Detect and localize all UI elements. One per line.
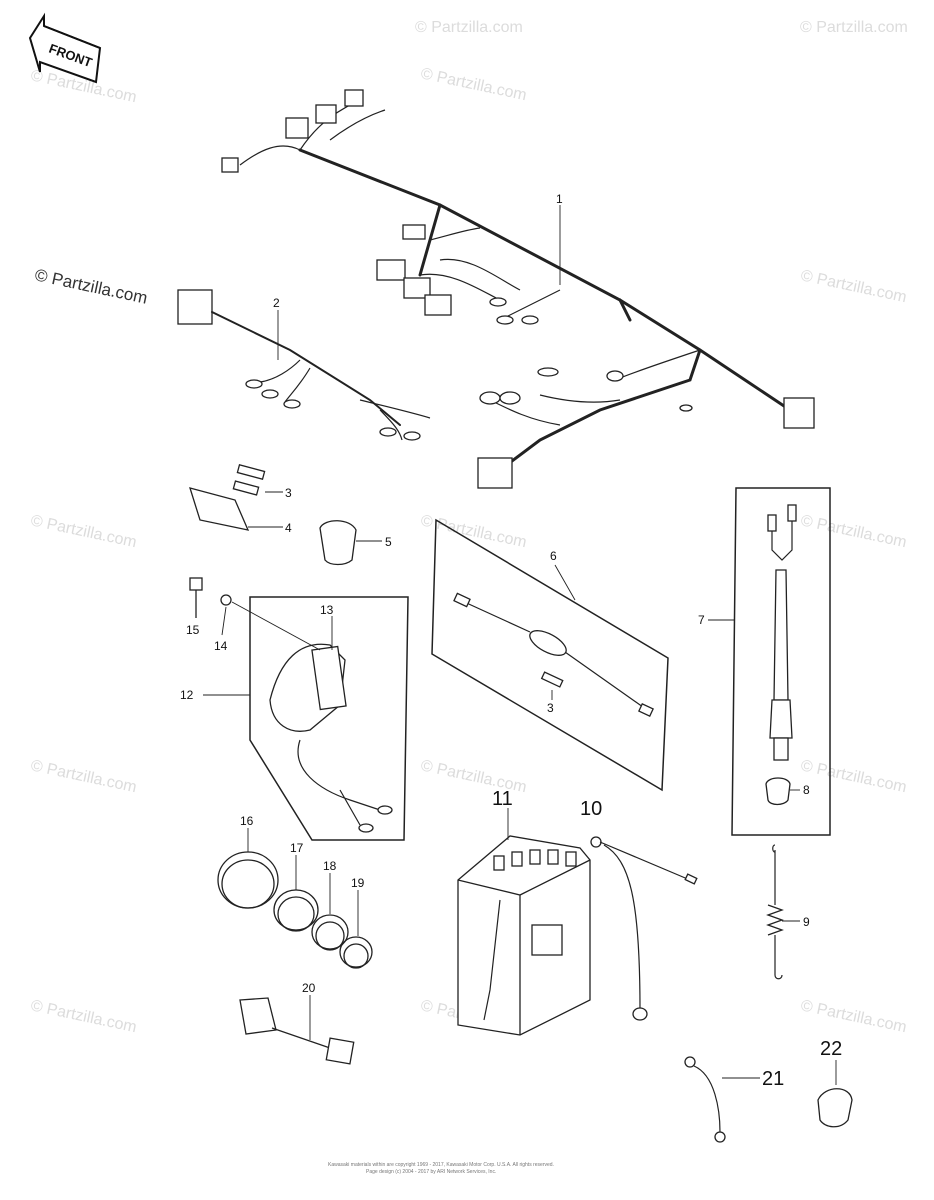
- watermark-text: © Partzilla.com: [800, 19, 908, 36]
- harness-terminal: [521, 315, 539, 325]
- harness-connector: [477, 457, 513, 489]
- callout-16: 16: [240, 814, 254, 828]
- washer-part-14: [220, 594, 232, 606]
- harness-terminal: [479, 391, 501, 405]
- harness-connector: [402, 224, 426, 240]
- harness-connector: [315, 104, 337, 124]
- sub-harness-terminal: [245, 379, 263, 389]
- sub-harness-connector: [177, 289, 213, 325]
- regulator-assembly: 13 12 14 15: [180, 577, 409, 841]
- callout-8: 8: [803, 783, 810, 797]
- sub-wiring-harness: 2: [177, 289, 431, 441]
- sub-harness-terminal: [403, 431, 421, 441]
- callout-4: 4: [285, 521, 292, 535]
- fuse-part-3: [236, 463, 266, 481]
- clamps: 16 17 18 19: [217, 814, 373, 969]
- callout-14: 14: [214, 639, 228, 653]
- connector-lead-part-20: 20: [239, 981, 355, 1065]
- callout-3: 3: [285, 486, 292, 500]
- sub-harness-terminal: [283, 399, 301, 409]
- harness-connector: [285, 117, 309, 139]
- relay-part-4: [189, 487, 250, 531]
- footer-copyright: Kawasaki materials within are copyright …: [328, 1162, 554, 1175]
- watermark-text: © Partzilla.com: [799, 267, 908, 306]
- harness-terminal: [606, 370, 624, 382]
- harness-terminal: [499, 391, 521, 405]
- front-arrow: FRONT: [28, 12, 102, 84]
- harness-connector: [403, 277, 431, 299]
- callout-10: 10: [580, 798, 602, 820]
- callout-20: 20: [302, 981, 316, 995]
- callout-1: 1: [556, 192, 563, 206]
- resistor-kit-part-6: 6 3: [431, 518, 669, 792]
- callout-19: 19: [351, 876, 365, 890]
- callout-5: 5: [385, 535, 392, 549]
- callout-15: 15: [186, 623, 200, 637]
- harness-connector: [344, 89, 364, 107]
- harness-terminal: [679, 404, 693, 412]
- callout-11: 11: [492, 788, 513, 810]
- fuse-part-3: [232, 480, 260, 496]
- footer-line-1: Kawasaki materials within are copyright …: [328, 1162, 554, 1168]
- bolt-part-15: [189, 577, 203, 591]
- harness-connector: [783, 397, 815, 429]
- sub-harness-terminal: [379, 427, 397, 437]
- harness-connector: [424, 294, 452, 316]
- watermark-text: © Partzilla.com: [29, 997, 138, 1036]
- watermark-text: © Partzilla.com: [799, 512, 908, 551]
- watermark-text: © Partzilla.com: [29, 757, 138, 796]
- callout-18: 18: [323, 859, 337, 873]
- callout-3-second: 3: [547, 701, 554, 715]
- footer-line-2: Page design (c) 2004 - 2017 by ARI Netwo…: [366, 1169, 496, 1175]
- watermark-text: © Partzilla.com: [415, 19, 523, 36]
- spring-part-9: 9: [766, 844, 810, 980]
- callout-22: 22: [820, 1038, 842, 1060]
- callout-2: 2: [273, 296, 280, 310]
- main-wiring-harness: 1: [221, 89, 815, 489]
- clamp-part-19: [339, 936, 373, 968]
- clamp-part-18: [311, 914, 349, 950]
- cap-part-22: 22: [817, 1038, 853, 1128]
- watermark-text: © Partzilla.com: [33, 265, 149, 307]
- nut-part-8: [765, 777, 791, 806]
- ground-lead-part-21: 21: [684, 1056, 784, 1143]
- watermark-text: © Partzilla.com: [799, 757, 908, 796]
- watermark-text: © Partzilla.com: [419, 65, 528, 104]
- relay-assembly: 3 4: [189, 463, 292, 535]
- battery-cable-part-10: 10: [580, 798, 698, 1021]
- harness-terminal: [489, 297, 507, 307]
- watermark-text: © Partzilla.com: [799, 997, 908, 1036]
- callout-13: 13: [320, 603, 334, 617]
- harness-connector: [221, 157, 239, 173]
- watermark-text: © Partzilla.com: [29, 512, 138, 551]
- sub-harness-terminal: [261, 389, 279, 399]
- callout-7: 7: [698, 613, 705, 627]
- battery-part-11: 11: [457, 788, 591, 1036]
- callout-21: 21: [762, 1068, 784, 1090]
- harness-connector: [376, 259, 406, 281]
- plug-lead-part-7: 7 8: [698, 487, 831, 836]
- callout-6: 6: [550, 549, 557, 563]
- callout-9: 9: [803, 915, 810, 929]
- rubber-cap-part-5: 5: [319, 520, 392, 566]
- harness-terminal: [537, 367, 559, 377]
- harness-terminal: [496, 315, 514, 325]
- callout-12: 12: [180, 688, 194, 702]
- callout-17: 17: [290, 841, 304, 855]
